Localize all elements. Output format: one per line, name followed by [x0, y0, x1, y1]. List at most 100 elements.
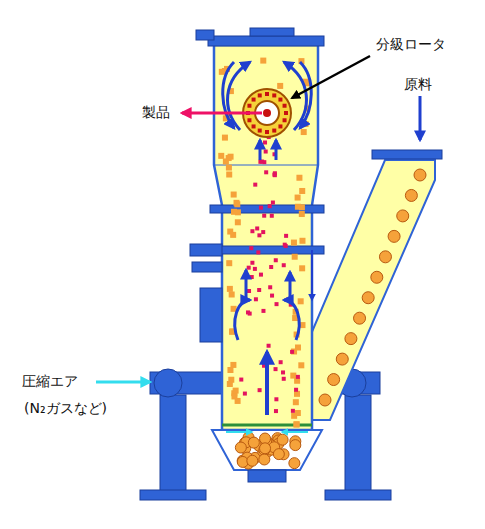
coarse-particle [226, 260, 232, 266]
rotor-blade [265, 130, 269, 134]
rotor-blade [252, 98, 256, 102]
classifier-vessel [214, 45, 318, 430]
fine-particle [282, 377, 286, 381]
feed-particle [405, 189, 417, 201]
rotor-blade [283, 104, 287, 108]
fine-particle [271, 201, 275, 205]
fine-particle [264, 170, 268, 174]
fine-particle [256, 250, 260, 254]
coarse-particle [259, 454, 270, 465]
coarse-particle [227, 381, 233, 387]
feed-arrow [419, 96, 422, 140]
coarse-particle [230, 232, 236, 238]
fine-particle [284, 234, 288, 238]
stand-leg [345, 395, 371, 495]
fine-particle [262, 160, 266, 164]
coarse-particle [247, 455, 258, 466]
fine-particle [262, 214, 266, 218]
side-door [200, 288, 222, 342]
fine-particle [246, 310, 250, 314]
rotor-blade [272, 93, 276, 97]
flow-arrow [235, 300, 250, 340]
rotor-blade [258, 93, 262, 97]
fine-particle [259, 206, 263, 210]
coarse-particle [293, 421, 299, 427]
rotor-blade [247, 104, 251, 108]
feed-particle [328, 374, 340, 386]
coarse-particle [226, 165, 232, 171]
rotor-blade [272, 129, 276, 133]
coarse-particle [277, 434, 288, 445]
feed-particle [354, 312, 366, 324]
fine-particle [257, 233, 261, 237]
feed-particle [319, 394, 331, 406]
fine-particle [258, 160, 262, 164]
bottom-hopper [212, 430, 322, 470]
coarse-particle [230, 362, 236, 368]
fine-particle [268, 285, 272, 289]
rotor-blade [265, 92, 269, 96]
coarse-particle [233, 388, 239, 394]
flow-arrow [275, 140, 278, 160]
input-label: 圧縮エア [22, 373, 78, 390]
coarse-particle [235, 209, 241, 215]
fine-particle [274, 409, 278, 413]
fine-particle [253, 183, 257, 187]
feed-particle [414, 169, 426, 181]
handwheel [190, 244, 222, 256]
coarse-particle [301, 129, 307, 135]
fine-particle [239, 378, 243, 382]
coarse-particle [235, 219, 241, 225]
fine-particle [259, 273, 263, 277]
coarse-particle [298, 362, 304, 368]
fine-particle [294, 388, 298, 392]
fine-particle [254, 297, 258, 301]
coarse-particle [290, 373, 296, 379]
fine-particle [261, 309, 265, 313]
coarse-particle [260, 443, 271, 454]
fine-particle [282, 263, 286, 267]
coarse-particle [234, 201, 240, 207]
coarse-particle [299, 238, 305, 244]
coarse-particle [299, 211, 305, 217]
coarse-particle [295, 410, 301, 416]
fine-particle [264, 150, 268, 154]
chute-flange [372, 150, 442, 159]
output-label: 製品 [142, 104, 170, 121]
rotor-blade [247, 118, 251, 122]
coarse-particle [218, 153, 224, 159]
coarse-particle [295, 344, 301, 350]
body-flange [210, 246, 324, 254]
product-arrow [182, 112, 262, 115]
flow-arrow [223, 62, 234, 128]
fine-particle [263, 140, 267, 144]
fine-particle [258, 388, 262, 392]
fine-particle [283, 243, 287, 247]
coarse-particle [299, 188, 305, 194]
coarse-particle [295, 204, 301, 210]
fine-particle [270, 294, 274, 298]
flow-arrow [245, 270, 248, 300]
air-header [154, 369, 182, 397]
air-arrow [96, 381, 150, 384]
coarse-particle [293, 399, 299, 405]
fine-particle [250, 261, 254, 265]
coarse-particle [231, 393, 237, 399]
top-valve [196, 30, 214, 40]
top-lid [208, 36, 324, 46]
rotor-blade [252, 124, 256, 128]
fine-particle [275, 302, 279, 306]
fine-particle [291, 409, 295, 413]
fine-particle [279, 360, 283, 364]
rotor-blade [278, 98, 282, 102]
rotor-blade [258, 129, 262, 133]
fine-particle [247, 289, 251, 293]
stand-foot [325, 490, 391, 500]
fine-particle [270, 214, 274, 218]
fine-particle [281, 370, 285, 374]
stand-foot [140, 490, 206, 500]
feed-particle [388, 230, 400, 242]
feed-chute [300, 160, 435, 420]
fine-particle [261, 230, 265, 234]
flow-arrow [300, 62, 311, 128]
